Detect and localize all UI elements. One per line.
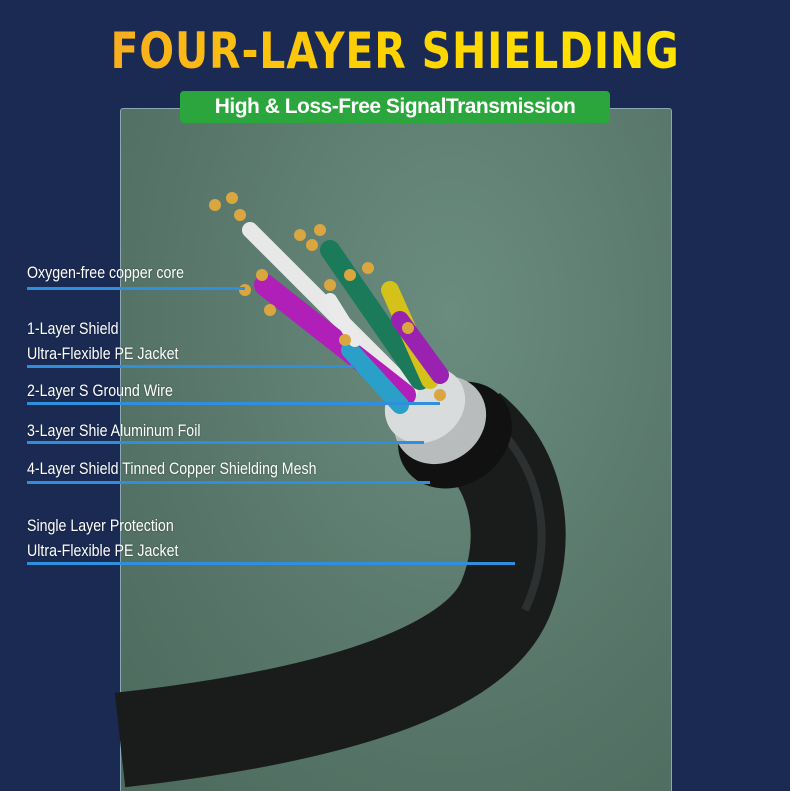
label-layer1-line1: 1-Layer Shield	[27, 320, 119, 338]
wire-pairs	[242, 222, 449, 414]
label-protection-line2: Ultra-Flexible PE Jacket	[27, 542, 179, 560]
label-layer3: 3-Layer Shie Aluminum Foil	[27, 422, 201, 440]
leader-line	[27, 402, 440, 405]
label-copper-core: Oxygen-free copper core	[27, 264, 184, 282]
subtitle-badge: High & Loss-Free SignalTransmission	[180, 91, 610, 123]
leader-line	[27, 481, 430, 484]
label-layer1-line2: Ultra-Flexible PE Jacket	[27, 345, 179, 363]
copper-cores	[209, 192, 446, 401]
leader-line	[27, 562, 515, 565]
leader-line	[27, 365, 355, 368]
label-layer2: 2-Layer S Ground Wire	[27, 382, 173, 400]
leader-line	[27, 287, 245, 290]
cable-jacket	[114, 392, 566, 788]
page-title: FOUR-LAYER SHIELDING	[71, 22, 719, 80]
label-protection-line1: Single Layer Protection	[27, 517, 174, 535]
label-layer4: 4-Layer Shield Tinned Copper Shielding M…	[27, 460, 317, 478]
leader-line	[27, 441, 424, 444]
